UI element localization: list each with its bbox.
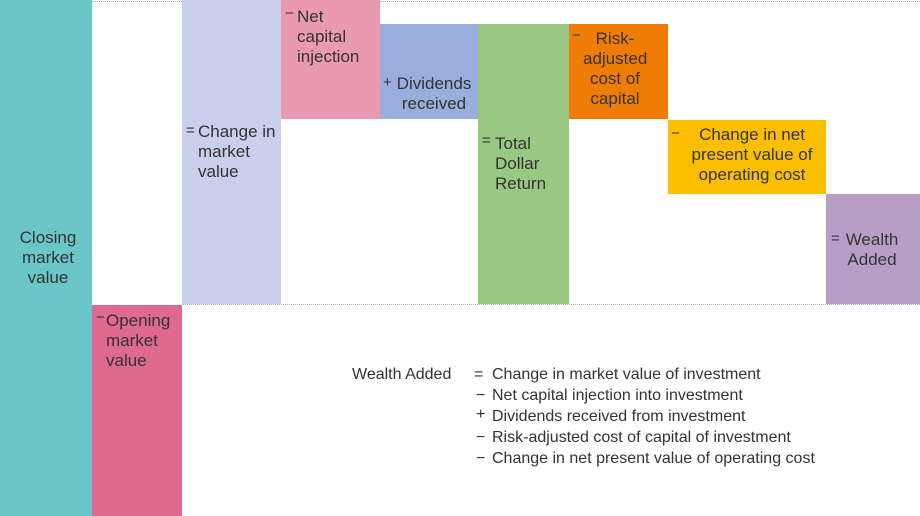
closing-market-value-block: Closing market value (0, 0, 92, 516)
top-guide-line-2 (380, 1, 920, 2)
top-guide-line (92, 1, 182, 2)
net-capital-injection-label: Net capital injection (297, 7, 360, 66)
wealth-added-formula: Wealth Added = Change in market value of… (352, 364, 892, 474)
formula-term-2: Net capital injection into investment (492, 387, 743, 404)
risk-operator: − (572, 27, 581, 44)
dividends-received-block: + Dividends received (380, 24, 478, 119)
opening-operator: − (96, 309, 105, 326)
closing-market-value-label: Closing market value (19, 228, 77, 287)
change-in-market-value-label: Change in market value (198, 122, 276, 181)
formula-op-1: = (474, 366, 484, 383)
formula-term-3: Dividends received from investment (492, 408, 746, 425)
formula-term-4: Risk-adjusted cost of capital of investm… (492, 429, 791, 446)
formula-op-3: + (476, 406, 486, 423)
formula-term-1: Change in market value of investment (492, 366, 761, 383)
net-capital-operator: − (285, 5, 294, 22)
net-capital-injection-block: − Net capital injection (281, 0, 380, 119)
npv-operating-cost-label: Change in net present value of operating… (691, 125, 813, 184)
wealth-added-block: = Wealth Added (826, 194, 920, 304)
npv-operating-cost-block: − Change in net present value of operati… (668, 120, 826, 194)
total-operator: = (482, 132, 491, 149)
formula-op-4: − (476, 429, 486, 446)
dividends-operator: + (383, 74, 392, 91)
total-dollar-return-label: Total Dollar Return (495, 134, 547, 193)
risk-adjusted-cost-label: Risk-adjusted cost of capital (583, 29, 648, 108)
formula-lhs: Wealth Added (352, 366, 452, 383)
baseline-guide-line (182, 304, 920, 305)
opening-market-value-block: − Opening market value (92, 305, 182, 516)
dividends-received-label: Dividends received (396, 74, 472, 113)
formula-term-5: Change in net present value of operating… (492, 450, 815, 467)
total-dollar-return-block: = Total Dollar Return (478, 24, 569, 304)
wealth-added-label: Wealth Added (845, 230, 899, 269)
formula-op-2: − (476, 387, 486, 404)
wealth-operator: = (831, 230, 840, 247)
risk-adjusted-cost-block: − Risk-adjusted cost of capital (569, 24, 668, 119)
npv-operator: − (671, 125, 680, 142)
opening-market-value-label: Opening market value (106, 311, 171, 370)
change-in-market-value-block: = Change in market value (182, 0, 281, 304)
formula-op-5: − (476, 450, 486, 467)
change-operator: = (186, 122, 195, 139)
